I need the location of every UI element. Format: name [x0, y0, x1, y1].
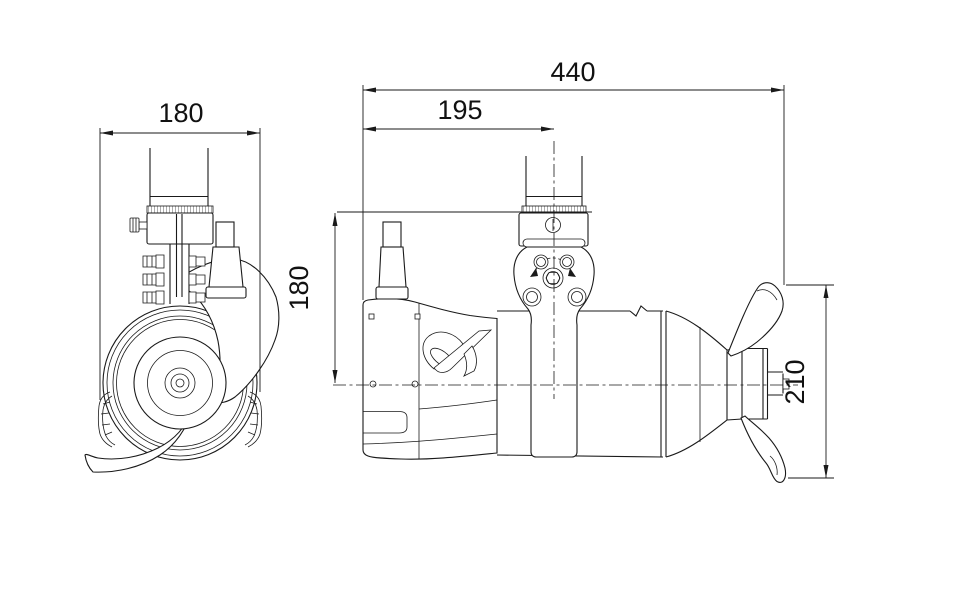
front-view: 180 [84, 98, 280, 473]
axis-height-dimension: 180 [284, 211, 592, 383]
side-screw-4 [411, 380, 419, 388]
grundfos-x-logo [422, 329, 493, 377]
dim-bracket-offset-label: 195 [437, 95, 482, 125]
swivel-arrow-right [568, 268, 576, 277]
bracket-offset-dimension: 195 [363, 95, 554, 132]
side-screw-3 [369, 380, 377, 388]
clamp-screw [545, 217, 561, 233]
side-screw-1 [368, 313, 375, 320]
side-screw-2 [414, 313, 421, 320]
front-clamp-screw [129, 217, 148, 233]
front-clamp-block [146, 212, 214, 245]
dim-axis-height-label: 180 [284, 265, 314, 310]
swivel-arrow-left [530, 268, 538, 277]
front-cable-gland [205, 221, 247, 299]
dim-overall-length-label: 440 [550, 57, 595, 87]
front-right-lug [244, 391, 263, 448]
side-blade-bottom [740, 415, 787, 483]
front-bracket-plate [142, 243, 206, 305]
shaft-nub [782, 378, 790, 390]
side-view: 440 195 180 210 [284, 57, 834, 483]
front-propeller-hub [133, 336, 227, 430]
front-seal-collar [146, 205, 214, 214]
break-mark [629, 305, 648, 317]
front-right-bolts [188, 255, 206, 304]
front-guide-tube [129, 148, 214, 297]
side-guide-tube [518, 156, 589, 248]
side-handle-recess [363, 411, 408, 434]
front-width-dimension: 180 [99, 98, 261, 400]
side-cable-gland [375, 221, 409, 300]
propeller-diameter-dimension: 210 [780, 284, 834, 479]
overall-length-dimension: 440 [362, 57, 785, 300]
side-blade-top [727, 282, 784, 357]
front-left-bolts [142, 254, 165, 305]
dim-front-width-label: 180 [158, 98, 203, 128]
front-left-lug [97, 391, 116, 448]
side-rear-block [362, 297, 498, 460]
side-motor-body [496, 282, 790, 483]
yoke-bolts [522, 254, 587, 307]
front-blade-lower [84, 409, 193, 473]
dim-propeller-diameter-label: 210 [780, 359, 810, 404]
